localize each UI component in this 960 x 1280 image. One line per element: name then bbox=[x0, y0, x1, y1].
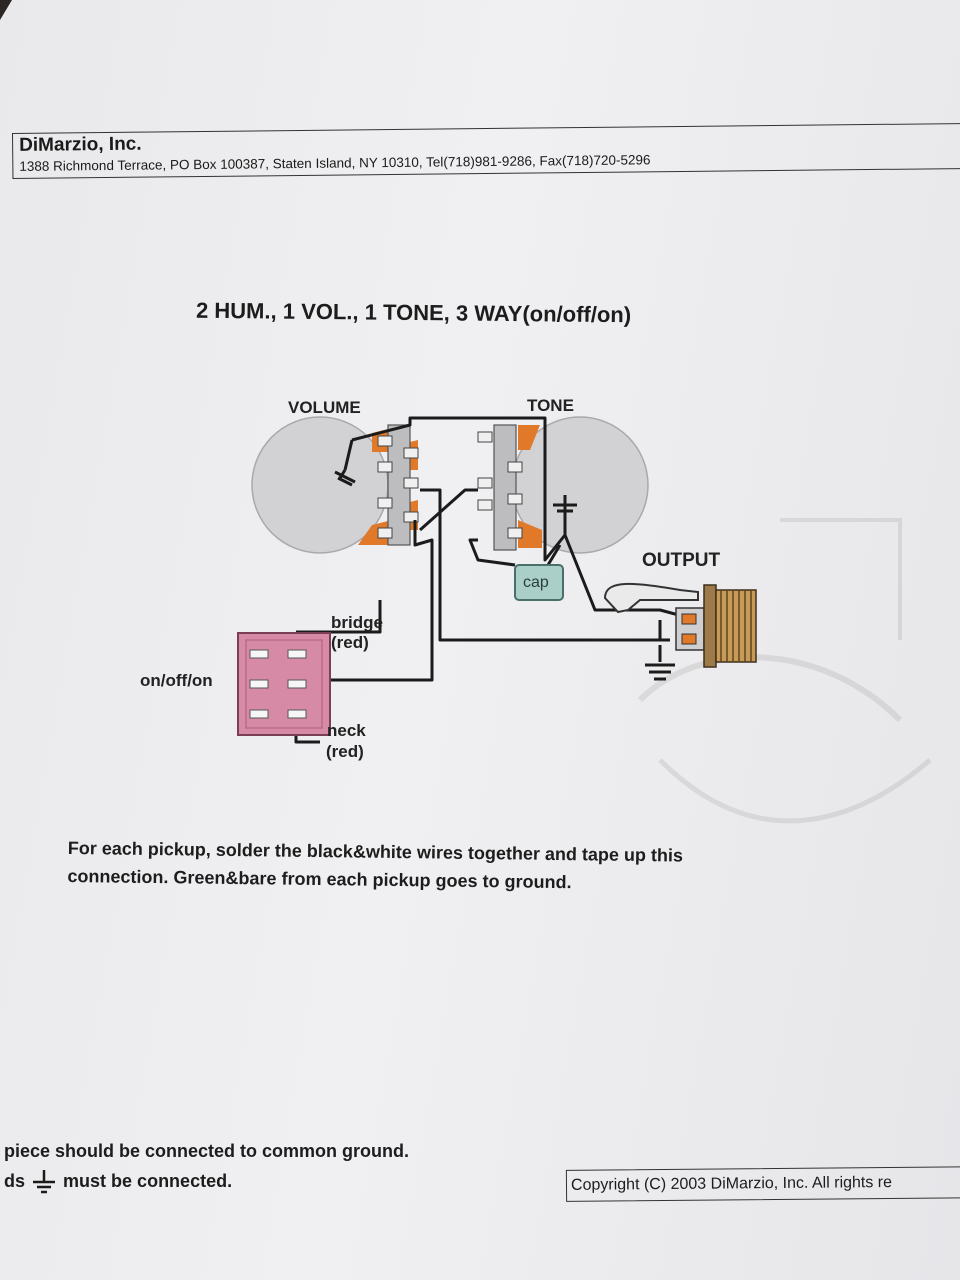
tone-lugs bbox=[477, 424, 542, 551]
footer-line-2-suffix: must be connected. bbox=[63, 1170, 233, 1191]
footer-line-1: piece should be connected to common grou… bbox=[4, 1141, 410, 1161]
cap-label: cap bbox=[523, 574, 549, 591]
ground-symbol-volume bbox=[334, 469, 356, 487]
footer-line-2: ds must be connected. bbox=[4, 1168, 232, 1196]
instructions: For each pickup, solder the black&white … bbox=[67, 834, 888, 900]
ground-icon bbox=[33, 1170, 56, 1194]
footer-line-2-prefix: ds bbox=[4, 1170, 26, 1191]
copyright-box: Copyright (C) 2003 DiMarzio, Inc. All ri… bbox=[565, 1166, 960, 1202]
show-through bbox=[637, 518, 932, 824]
output-label: OUTPUT bbox=[642, 550, 721, 571]
neck-color-label: (red) bbox=[326, 742, 364, 761]
ground-symbol-tone bbox=[553, 495, 577, 513]
bridge-label: bridge bbox=[331, 613, 383, 632]
tone-label: TONE bbox=[527, 396, 574, 415]
output-jack bbox=[603, 582, 757, 668]
capacitor bbox=[514, 564, 564, 601]
switch-label: on/off/on bbox=[140, 671, 213, 690]
volume-lugs bbox=[358, 424, 419, 546]
neck-label: neck bbox=[327, 721, 366, 740]
three-way-switch bbox=[237, 632, 331, 736]
ground-symbol-output bbox=[645, 663, 675, 681]
bridge-color-label: (red) bbox=[331, 633, 369, 652]
volume-label: VOLUME bbox=[288, 398, 361, 417]
